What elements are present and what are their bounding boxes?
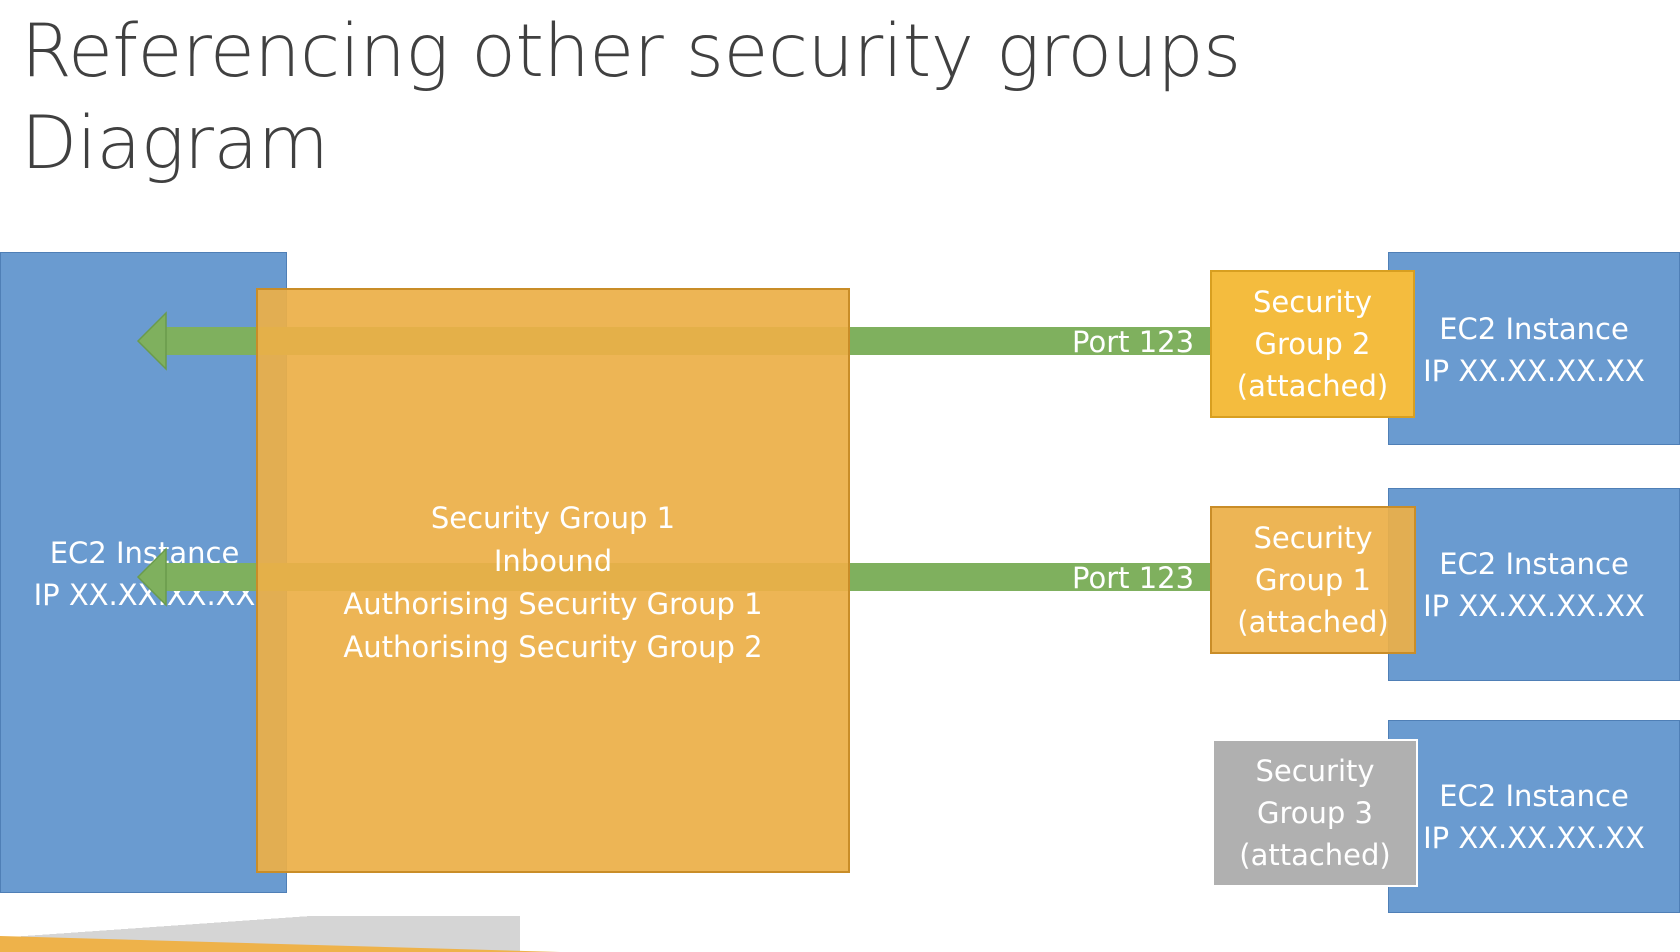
security-group-1-label: Security Group 1 Inbound Authorising Sec…	[258, 497, 848, 669]
security-group-3-line-3: (attached)	[1239, 838, 1391, 872]
security-group-2-line-2: Group 2	[1254, 327, 1371, 361]
page-title: Referencing other security groups Diagra…	[21, 6, 1241, 190]
arrow-2-port-label: Port 123	[1072, 561, 1195, 595]
right-ec2-3-label: EC2 Instance IP XX.XX.XX.XX	[1389, 775, 1679, 859]
page-title-line-1: Referencing other security groups	[21, 9, 1241, 94]
right-ec2-instance-2: EC2 Instance IP XX.XX.XX.XX	[1388, 488, 1680, 681]
security-group-1-rule-1: Authorising Security Group 1	[343, 587, 763, 621]
security-group-1-attached-label: Security Group 1 (attached)	[1212, 517, 1414, 643]
right-ec2-2-title: EC2 Instance	[1439, 547, 1629, 581]
security-group-3-line-2: Group 3	[1257, 796, 1373, 830]
right-ec2-3-ip: IP XX.XX.XX.XX	[1423, 821, 1645, 855]
security-group-1-name: Security Group 1	[430, 501, 676, 535]
page-title-line-2: Diagram	[21, 101, 329, 186]
right-ec2-3-title: EC2 Instance	[1439, 779, 1629, 813]
security-group-2-line-1: Security	[1252, 285, 1373, 319]
security-group-3-attached: Security Group 3 (attached)	[1212, 739, 1418, 887]
security-group-1-attached-line-2: Group 1	[1255, 563, 1371, 597]
arrow-1-head-icon	[136, 311, 167, 371]
right-ec2-instance-1: EC2 Instance IP XX.XX.XX.XX	[1388, 252, 1680, 445]
right-ec2-1-ip: IP XX.XX.XX.XX	[1423, 354, 1645, 388]
security-group-1-attached: Security Group 1 (attached)	[1210, 506, 1416, 654]
security-group-2-line-3: (attached)	[1236, 369, 1389, 403]
security-group-1-attached-line-3: (attached)	[1237, 605, 1389, 639]
security-group-1-attached-line-1: Security	[1253, 521, 1373, 555]
security-group-2-attached: Security Group 2 (attached)	[1210, 270, 1415, 418]
security-group-3-label: Security Group 3 (attached)	[1214, 750, 1416, 876]
security-group-1-direction: Inbound	[493, 544, 613, 578]
security-group-2-label: Security Group 2 (attached)	[1212, 281, 1413, 407]
right-ec2-1-label: EC2 Instance IP XX.XX.XX.XX	[1389, 308, 1679, 392]
security-group-1-box: Security Group 1 Inbound Authorising Sec…	[256, 288, 850, 873]
right-ec2-1-title: EC2 Instance	[1439, 312, 1629, 346]
arrow-2-head-icon	[136, 547, 167, 607]
security-group-3-line-1: Security	[1255, 754, 1375, 788]
right-ec2-2-label: EC2 Instance IP XX.XX.XX.XX	[1389, 543, 1679, 627]
arrow-1-port-label: Port 123	[1072, 325, 1195, 359]
security-group-1-rule-2: Authorising Security Group 2	[343, 630, 763, 664]
right-ec2-2-ip: IP XX.XX.XX.XX	[1423, 589, 1645, 623]
right-ec2-instance-3: EC2 Instance IP XX.XX.XX.XX	[1388, 720, 1680, 913]
